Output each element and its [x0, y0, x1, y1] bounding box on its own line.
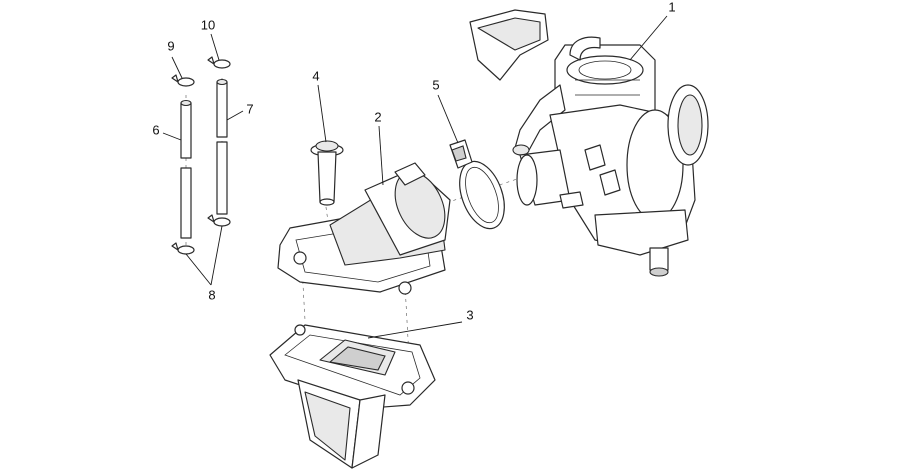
callout-9: 9 — [167, 38, 174, 53]
callout-7: 7 — [246, 101, 253, 116]
part-hose-right[interactable] — [216, 78, 228, 215]
leader-10 — [210, 33, 220, 61]
callout-6: 6 — [152, 122, 159, 137]
part-intake-manifold[interactable] — [277, 162, 455, 295]
part-spring-clip-lower-right[interactable] — [207, 214, 231, 227]
callout-2: 2 — [374, 109, 381, 124]
callout-8: 8 — [208, 287, 215, 302]
leader-1 — [629, 15, 668, 61]
leader-5 — [437, 94, 459, 144]
leader-2 — [378, 125, 384, 186]
leader-lines — [162, 15, 668, 339]
callout-labels: 1 2 3 4 5 6 7 8 9 10 — [152, 0, 675, 322]
leader-8a — [185, 253, 212, 286]
leader-9 — [171, 56, 183, 79]
part-spring-clip-upper-right[interactable] — [207, 56, 231, 69]
leader-8b — [210, 225, 223, 286]
leader-6 — [162, 132, 182, 141]
leader-7 — [226, 110, 244, 121]
callout-1: 1 — [668, 0, 675, 14]
part-spring-clip-lower-left[interactable] — [171, 242, 195, 255]
part-reed-valve[interactable] — [269, 324, 436, 469]
callout-3: 3 — [466, 307, 473, 322]
leader-4 — [317, 84, 327, 143]
callout-5: 5 — [432, 77, 439, 92]
part-hose-left[interactable] — [180, 99, 192, 239]
part-screw[interactable] — [310, 140, 344, 206]
part-hose-clamp[interactable] — [449, 139, 513, 235]
part-carburetor[interactable] — [469, 9, 709, 277]
callout-10: 10 — [201, 17, 215, 32]
part-spring-clip-upper-left[interactable] — [171, 74, 195, 87]
callout-4: 4 — [312, 68, 319, 83]
leader-3 — [367, 321, 463, 339]
